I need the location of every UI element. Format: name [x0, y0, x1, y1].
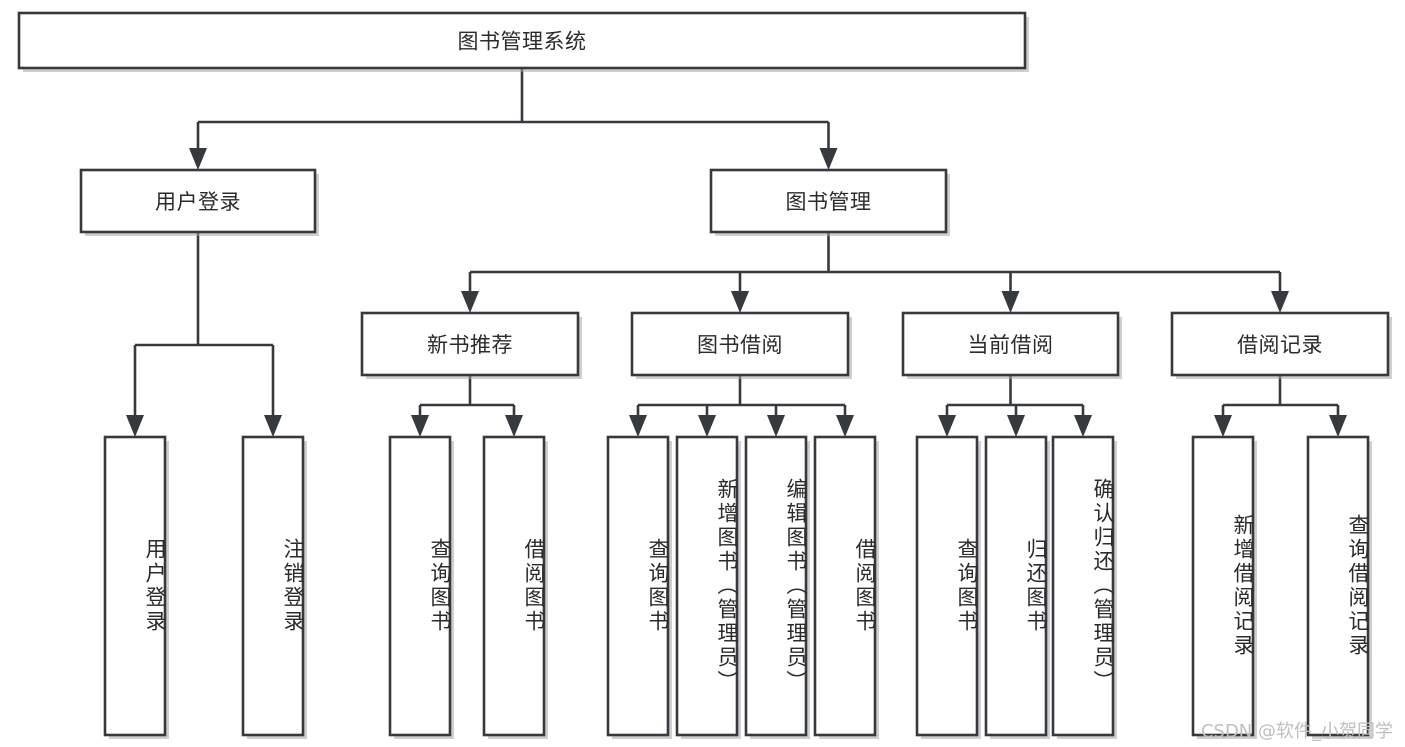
arrow-head-icon [461, 291, 479, 313]
arrow-head-icon [836, 415, 854, 437]
node-box[interactable] [744, 435, 808, 737]
node-box[interactable] [675, 435, 739, 737]
csdn-watermark: CSDN @软件_小贺同学 [1200, 721, 1393, 742]
node-box[interactable] [901, 311, 1120, 377]
node-label: 新书推荐 [427, 333, 513, 357]
node-box[interactable] [79, 168, 317, 234]
node-box[interactable] [17, 11, 1027, 70]
nodes-layer [17, 11, 1392, 739]
node-label: 用户登录 [155, 190, 241, 214]
node-box[interactable] [241, 435, 305, 737]
arrow-head-icon [1007, 415, 1025, 437]
arrow-head-icon [767, 415, 785, 437]
arrow-head-icon [819, 148, 838, 170]
arrow-head-icon [1329, 415, 1347, 437]
node-box[interactable] [1170, 311, 1390, 377]
node-box[interactable] [915, 435, 979, 737]
node-box[interactable] [482, 435, 546, 737]
node-box[interactable] [103, 435, 167, 737]
arrow-head-icon [126, 415, 144, 437]
arrow-head-icon [1214, 415, 1232, 437]
node-box[interactable] [813, 435, 877, 737]
arrow-head-icon [505, 415, 523, 437]
arrow-head-icon [189, 148, 207, 170]
arrow-head-icon [731, 291, 749, 313]
node-box[interactable] [360, 311, 580, 377]
node-label: 图书管理 [786, 190, 872, 214]
node-box[interactable] [984, 435, 1048, 737]
node-box[interactable] [1051, 435, 1115, 737]
arrow-head-icon [1074, 415, 1092, 437]
node-box[interactable] [388, 435, 452, 737]
node-box[interactable] [1306, 435, 1370, 737]
node-box[interactable] [630, 311, 850, 377]
node-box[interactable] [1191, 435, 1255, 737]
node-box[interactable] [709, 168, 948, 234]
arrow-head-icon [1001, 291, 1020, 313]
arrow-head-icon [264, 415, 282, 437]
arrow-head-icon [698, 415, 716, 437]
arrow-head-icon [629, 415, 647, 437]
arrow-head-icon [938, 415, 956, 437]
node-box[interactable] [606, 435, 670, 737]
edges-layer [126, 68, 1347, 437]
node-label: 借阅记录 [1237, 333, 1323, 357]
node-label: 图书借阅 [697, 333, 783, 357]
arrow-head-icon [411, 415, 429, 437]
arrow-head-icon [1271, 291, 1289, 313]
node-label: 图书管理系统 [458, 30, 587, 54]
node-label: 当前借阅 [968, 333, 1054, 357]
